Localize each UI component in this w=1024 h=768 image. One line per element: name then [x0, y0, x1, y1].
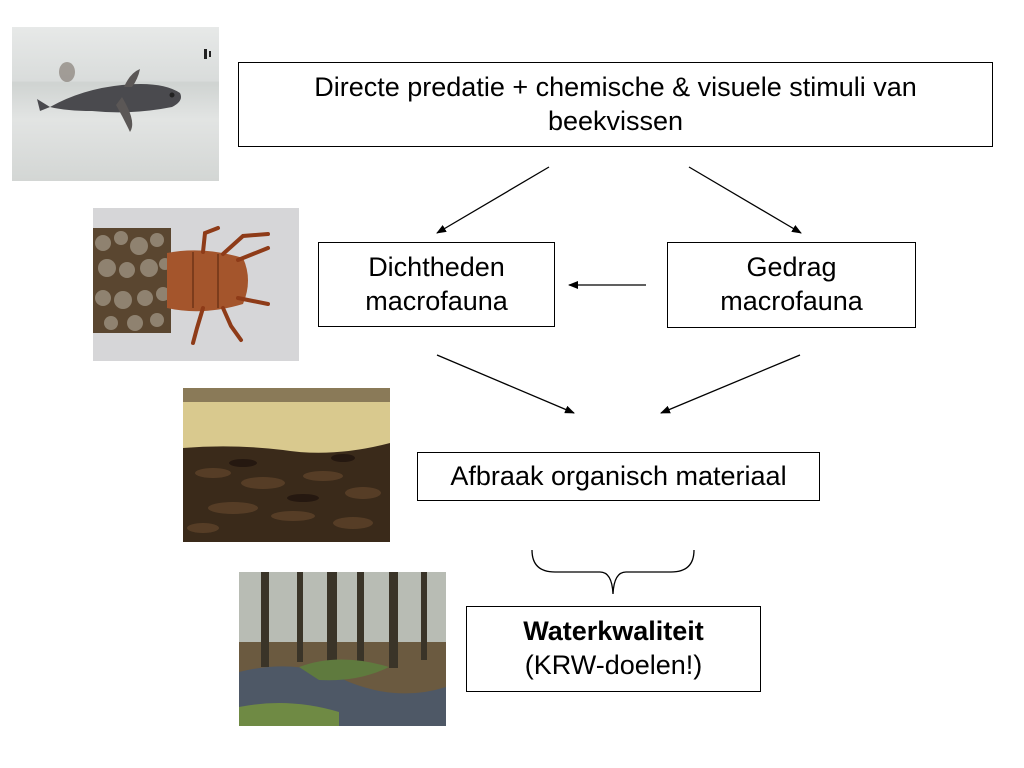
densities-line1: Dichtheden: [368, 251, 505, 282]
behaviour-line2: macrofauna: [720, 286, 863, 316]
behaviour-box: Gedrag macrofauna: [667, 242, 916, 328]
curly-brace: [531, 549, 695, 595]
fish-photo: [12, 27, 219, 181]
arrow-densities-to-decomposition: [436, 354, 575, 414]
water-quality-title: Waterkwaliteit: [523, 616, 704, 647]
water-quality-box: Waterkwaliteit (KRW-doelen!): [466, 606, 761, 692]
predation-label: Directe predatie + chemische & visuele s…: [314, 71, 917, 136]
densities-line2: macrofauna: [365, 285, 508, 316]
arrow-predation-to-behaviour: [688, 166, 802, 234]
predation-box: Directe predatie + chemische & visuele s…: [238, 62, 993, 147]
decomposition-label: Afbraak organisch materiaal: [450, 460, 787, 491]
caddisfly-larva-photo: [93, 208, 299, 361]
arrow-predation-to-densities: [436, 166, 550, 234]
forest-stream-photo: [239, 572, 446, 726]
decomposition-box: Afbraak organisch materiaal: [417, 452, 820, 501]
water-quality-subtitle: (KRW-doelen!): [524, 650, 703, 680]
densities-box: Dichtheden macrofauna: [318, 242, 555, 327]
behaviour-line1: Gedrag: [746, 252, 837, 283]
leaf-litter-photo: [183, 388, 390, 542]
arrow-behaviour-to-decomposition: [660, 354, 801, 414]
